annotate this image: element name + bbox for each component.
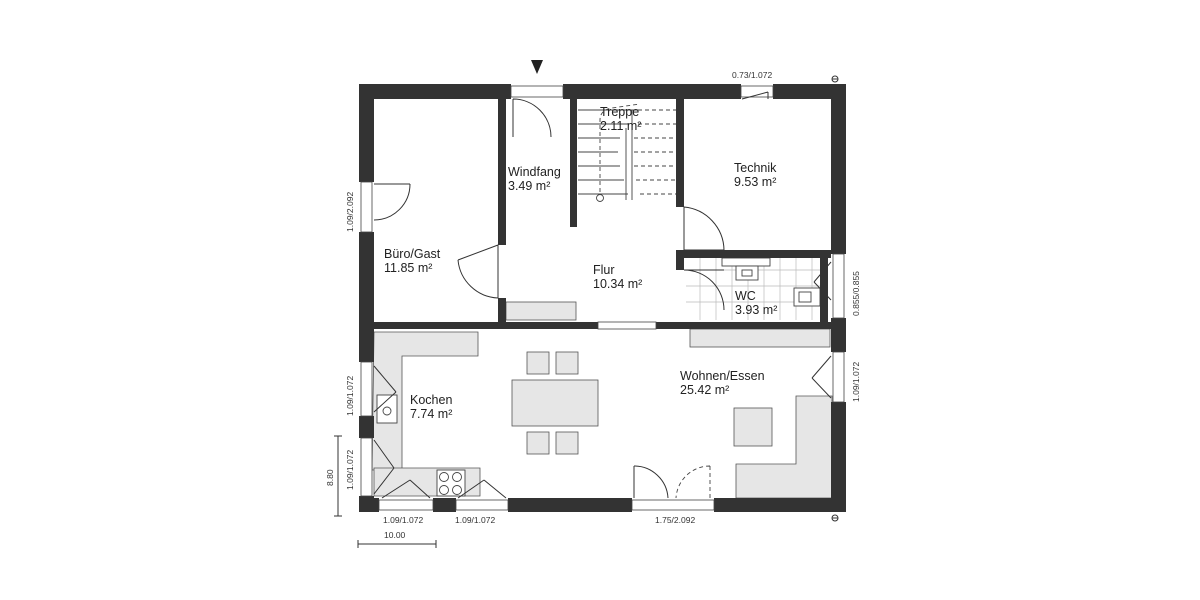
window-dim-terrace: 1.75/2.092: [655, 515, 695, 525]
dining-chair: [555, 351, 579, 375]
room-labels: Büro/Gast 11.85 m² Windfang 3.49 m² Trep…: [384, 105, 777, 421]
flur-bench: [505, 301, 577, 321]
room-name-buero: Büro/Gast: [384, 247, 441, 261]
room-name-wohnen: Wohnen/Essen: [680, 369, 765, 383]
opening-flur: [597, 321, 657, 330]
window-dim-right-wohnen: 1.09/1.072: [851, 362, 861, 402]
dining-table: [511, 379, 599, 427]
window-technik: [740, 85, 774, 98]
room-area-treppe: 2.11 m²: [600, 119, 641, 133]
room-area-flur: 10.34 m²: [593, 277, 642, 291]
window-dim-right-wc: 0.855/0.855: [851, 271, 861, 316]
wc-shelf: [721, 257, 771, 267]
compass-marker-icon: [831, 514, 839, 522]
staircase: [578, 100, 678, 202]
walls: [359, 84, 846, 512]
door-terrace-right: [675, 465, 711, 499]
window-bottom-2: [455, 499, 509, 511]
room-name-technik: Technik: [734, 161, 777, 175]
room-name-treppe: Treppe: [600, 105, 639, 119]
height-dimension: 8.80: [325, 469, 335, 486]
width-dimension: 10.00: [384, 530, 406, 540]
entrance-arrow-icon: [531, 60, 543, 74]
window-sash-buero: [373, 183, 411, 221]
living-sideboard: [689, 328, 831, 348]
room-area-kochen: 7.74 m²: [410, 407, 452, 421]
coffee-table: [733, 407, 773, 447]
windows: [360, 85, 845, 511]
room-area-windfang: 3.49 m²: [508, 179, 550, 193]
window-terrace: [631, 499, 715, 511]
door-wc: [683, 269, 725, 311]
window-kochen-lower: [360, 437, 373, 497]
window-dim-left-lower: 1.09/1.072: [345, 450, 355, 490]
kitchen-sink: [376, 394, 398, 424]
room-area-wohnen: 25.42 m²: [680, 383, 729, 397]
room-name-flur: Flur: [593, 263, 615, 277]
window-kochen: [360, 361, 373, 417]
dining-chair: [526, 351, 550, 375]
front-door: [512, 98, 552, 138]
window-wohnen: [832, 351, 845, 403]
sink-drain: [382, 406, 392, 416]
room-area-technik: 9.53 m²: [734, 175, 776, 189]
dining-chair: [555, 431, 579, 455]
room-name-windfang: Windfang: [508, 165, 561, 179]
dining-chair: [526, 431, 550, 455]
door-technik: [683, 206, 725, 251]
front-door-frame: [510, 85, 564, 98]
window-dim-left-kochen: 1.09/1.072: [345, 376, 355, 416]
window-dimension-labels: 0.73/1.072 1.09/2.092 0.855/0.855 1.09/1…: [345, 70, 861, 525]
doors: [457, 85, 725, 499]
window-bottom-1: [378, 499, 434, 511]
door-terrace-left: [633, 465, 669, 499]
overall-dimensions: 8.80 10.00: [325, 435, 437, 548]
room-area-buero: 11.85 m²: [384, 261, 432, 275]
window-dim-bottom-2: 1.09/1.072: [455, 515, 495, 525]
room-name-kochen: Kochen: [410, 393, 452, 407]
window-wc: [832, 253, 845, 319]
room-name-wc: WC: [735, 289, 756, 303]
furniture: [371, 100, 833, 499]
door-buero: [457, 244, 499, 299]
window-dim-top-right: 0.73/1.072: [732, 70, 772, 80]
window-buero: [360, 181, 373, 233]
window-dim-left-buero: 1.09/2.092: [345, 192, 355, 232]
window-dim-bottom-1: 1.09/1.072: [383, 515, 423, 525]
compass-marker-icon: [831, 75, 839, 83]
room-area-wc: 3.93 m²: [735, 303, 777, 317]
cooktop: [436, 469, 466, 497]
